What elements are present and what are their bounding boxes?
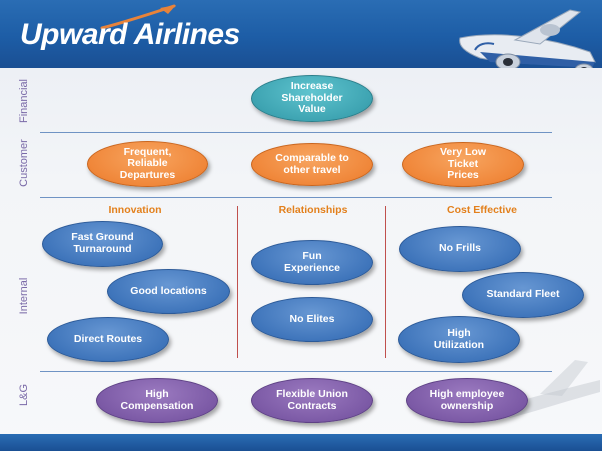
node-increase-shareholder-value: Increase Shareholder Value — [251, 75, 373, 122]
footer-band — [0, 434, 602, 451]
node-flexible-union-contracts: Flexible Union Contracts — [251, 378, 373, 423]
divider-innovation-relationships — [237, 206, 238, 358]
node-standard-fleet: Standard Fleet — [462, 272, 584, 318]
divider-financial-customer — [40, 132, 552, 133]
node-very-low-ticket-prices: Very Low Ticket Prices — [402, 142, 524, 187]
brand-logo: Upward Airlines — [20, 18, 240, 51]
node-good-locations: Good locations — [107, 269, 230, 314]
row-label-internal: Internal — [18, 277, 30, 315]
column-header-cost-effective: Cost Effective — [446, 204, 518, 216]
header-banner: Upward Airlines — [0, 0, 602, 68]
node-fast-ground-turnaround: Fast Ground Turnaround — [42, 221, 163, 267]
node-direct-routes: Direct Routes — [47, 317, 169, 362]
divider-customer-internal — [40, 197, 552, 198]
node-high-employee-ownership: High employee ownership — [406, 378, 528, 423]
column-header-innovation: Innovation — [108, 204, 162, 216]
node-high-utilization: High Utilization — [398, 316, 520, 363]
row-label-customer: Customer — [18, 139, 30, 187]
divider-relationships-cost — [385, 206, 386, 358]
row-label-financial: Financial — [18, 78, 30, 124]
node-no-elites: No Elites — [251, 297, 373, 342]
node-comparable-to-other-travel: Comparable to other travel — [251, 143, 373, 186]
node-frequent-reliable-departures: Frequent, Reliable Departures — [87, 141, 208, 187]
node-no-frills: No Frills — [399, 226, 521, 272]
column-header-relationships: Relationships — [278, 204, 348, 216]
divider-internal-lg — [40, 371, 552, 372]
node-high-compensation: High Compensation — [96, 378, 218, 423]
node-fun-experience: Fun Experience — [251, 240, 373, 285]
logo-swoosh-icon — [100, 4, 176, 30]
airplane-icon — [459, 9, 596, 68]
row-label-lg: L&G — [18, 384, 30, 407]
